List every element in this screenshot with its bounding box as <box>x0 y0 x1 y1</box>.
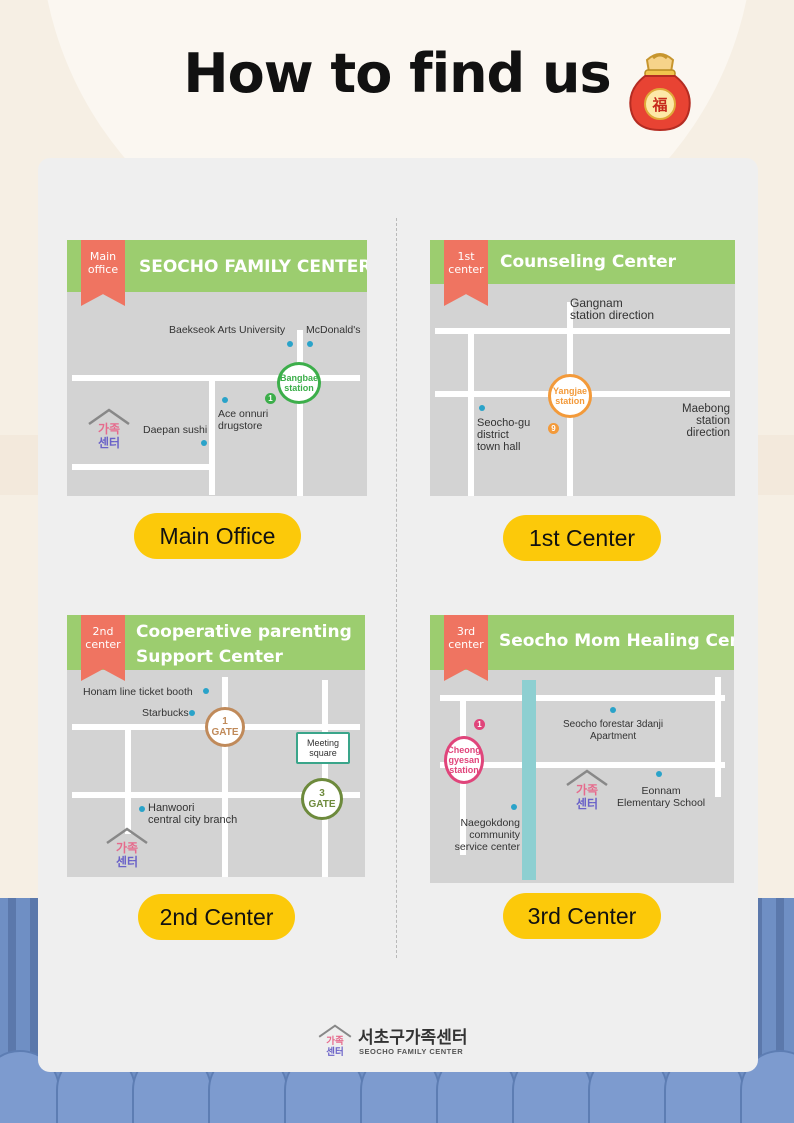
exit-number: 9 <box>548 423 559 434</box>
footer-logo: 가족 센터 서초구가족센터 SEOCHO FAMILY CENTER <box>316 1022 481 1060</box>
landmark-dot <box>203 688 209 694</box>
label-starbucks: Starbucks <box>142 707 189 719</box>
landmark-dot <box>307 341 313 347</box>
svg-text:가족: 가족 <box>326 1035 344 1047</box>
page-title: How to find us <box>183 42 611 105</box>
svg-text:福: 福 <box>651 96 667 114</box>
svg-text:센터: 센터 <box>116 854 138 869</box>
landmark-dot <box>511 804 517 810</box>
3rd-center-button[interactable]: 3rd Center <box>503 893 661 939</box>
svg-text:가족: 가족 <box>576 782 598 797</box>
exit-number: 1 <box>474 719 485 730</box>
2nd-center-button[interactable]: 2nd Center <box>138 894 295 940</box>
svg-text:센터: 센터 <box>98 435 120 450</box>
svg-text:가족: 가족 <box>116 840 138 855</box>
column-divider <box>396 218 397 958</box>
map-title: Counseling Center <box>500 252 677 272</box>
label-mcdonalds: McDonald's <box>306 324 361 336</box>
footer-name-korean: 서초구가족센터 <box>358 1028 468 1048</box>
stream <box>522 680 536 880</box>
label-baekseok: Baekseok Arts University <box>169 324 286 336</box>
landmark-dot <box>287 341 293 347</box>
family-center-logo-icon: 가족 센터 <box>88 408 130 450</box>
svg-text:가족: 가족 <box>98 421 120 436</box>
family-center-logo-icon: 가족 센터 <box>318 1024 352 1058</box>
map-title: Seocho Mom Healing Center <box>499 631 734 651</box>
label-daepan-sushi: Daepan sushi <box>143 424 208 436</box>
landmark-dot <box>222 397 228 403</box>
svg-text:센터: 센터 <box>576 796 598 811</box>
landmark-dot <box>139 806 145 812</box>
landmark-dot <box>189 710 195 716</box>
label-honam-booth: Honam line ticket booth <box>83 686 193 698</box>
lucky-pouch-icon: 福 <box>629 53 691 132</box>
landmark-dot <box>656 771 662 777</box>
exit-number: 1 <box>265 393 276 404</box>
family-center-logo-icon: 가족 센터 <box>106 827 148 869</box>
1st-center-button[interactable]: 1st Center <box>503 515 661 561</box>
landmark-dot <box>610 707 616 713</box>
landmark-dot <box>479 405 485 411</box>
main-office-button[interactable]: Main Office <box>134 513 301 559</box>
map-title: SEOCHO FAMILY CENTER <box>139 257 367 277</box>
family-center-logo-icon: 가족 센터 <box>566 769 608 811</box>
svg-text:센터: 센터 <box>326 1046 343 1058</box>
footer-name-english: SEOCHO FAMILY CENTER <box>359 1047 464 1056</box>
landmark-dot <box>201 440 207 446</box>
